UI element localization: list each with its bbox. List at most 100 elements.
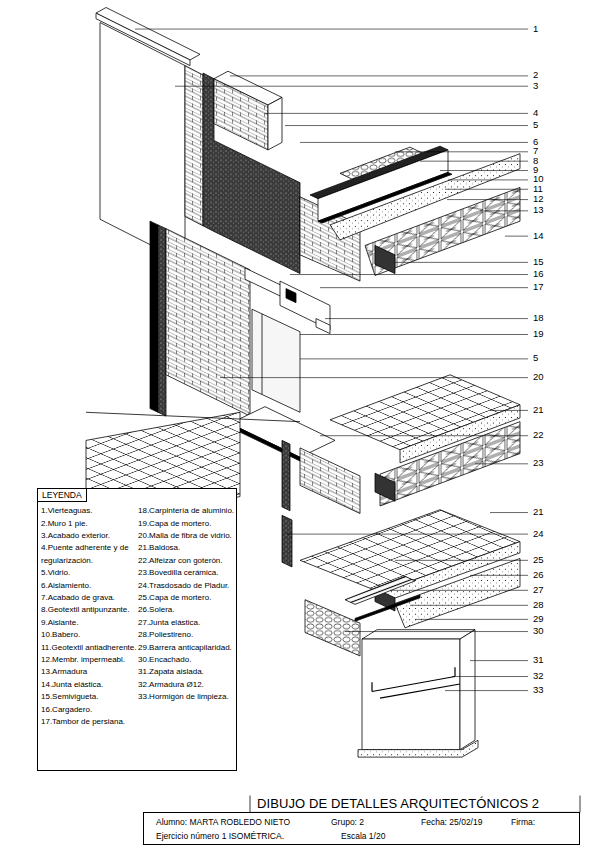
leader-line <box>410 605 528 606</box>
brick-wall <box>185 66 203 226</box>
callout-number: 15 <box>533 257 544 267</box>
legend-entry: 4.Puente adherente y de regularización. <box>41 542 138 567</box>
parapet-side <box>268 97 282 149</box>
callout-number: 1 <box>533 24 538 34</box>
callout-number: 31 <box>533 655 544 665</box>
leader-line <box>285 125 528 126</box>
legend-entry: 8.Geotextil antipunzante. <box>41 604 138 616</box>
leader-line <box>287 534 528 535</box>
legend-entry: 11.Geotextil antiadherente. <box>41 642 138 654</box>
title-frame <box>250 796 580 813</box>
legend-entry: 1.Vierteaguas. <box>41 505 138 517</box>
callout-number: 30 <box>533 626 544 636</box>
blinding-concrete <box>358 740 478 757</box>
leader-line <box>445 189 528 190</box>
leader-line <box>395 151 528 152</box>
leader-line <box>448 179 528 180</box>
leader-line <box>345 631 528 632</box>
legend-entry: 12.Membr. impermeabl. <box>41 654 138 666</box>
callout-number: 5 <box>533 120 538 130</box>
leader-line <box>420 161 528 162</box>
legend-entry: 14.Junta elástica. <box>41 679 138 691</box>
legend-entry: 31.Zapata aislada. <box>138 666 235 678</box>
leader-line <box>395 560 528 561</box>
legend-entry: 6.Aislamiento. <box>41 580 138 592</box>
legend-entry: 28.Poliestireno. <box>138 629 235 641</box>
callout-number: 24 <box>533 529 544 539</box>
leader-line <box>440 170 528 171</box>
gravel-bed <box>305 600 360 656</box>
ground-slab <box>395 558 520 627</box>
legend-entry: 5.Vidrio. <box>41 567 138 579</box>
legend-entry: 17.Tambor de persiana. <box>41 716 138 728</box>
leader-line <box>230 75 528 76</box>
leader-line <box>175 86 528 87</box>
leader-line <box>505 236 528 237</box>
sheet-info: Firma: <box>511 817 535 827</box>
leader-line <box>300 142 528 143</box>
leader-line <box>135 29 528 30</box>
callout-number: 25 <box>533 555 544 565</box>
exterior-finish <box>150 221 158 412</box>
legend-entry: 22.Alfeizar con goterón. <box>138 555 235 567</box>
joist <box>375 245 395 273</box>
shutter-drum <box>286 289 296 303</box>
exterior-finish <box>100 22 185 262</box>
sheet-info: Fecha: 25/02/19 <box>421 817 482 827</box>
callout-number: 27 <box>533 585 544 595</box>
leader-line <box>290 274 528 275</box>
leader-line <box>452 676 528 677</box>
legend-entry: 2.Muro 1 pie. <box>41 518 138 530</box>
legend-entry: 33.Hormigón de limpieza. <box>138 691 235 703</box>
leader-line <box>220 377 528 378</box>
insulation <box>282 440 290 510</box>
leader-line <box>480 210 528 211</box>
callout-number: 14 <box>533 231 544 241</box>
sheet-info: Grupo: 2 <box>331 817 364 827</box>
legend-entry: 26.Solera. <box>138 604 235 616</box>
callout-number: 21 <box>533 507 544 517</box>
aluminium-frame <box>316 319 330 334</box>
legend-entry: 23.Bovedilla cerámica. <box>138 567 235 579</box>
leader-line <box>445 690 528 691</box>
callout-number: 33 <box>533 685 544 695</box>
leader-line <box>470 660 528 661</box>
footing <box>362 639 460 750</box>
callout-number: 18 <box>533 313 544 323</box>
legend-entry: 30.Encachado. <box>138 654 235 666</box>
callout-number: 13 <box>533 205 544 215</box>
legend-entry: 9.Aislante. <box>41 617 138 629</box>
callout-number: 32 <box>533 671 544 681</box>
leader-line <box>490 410 528 411</box>
callout-number: 11 <box>533 184 543 194</box>
legend-entry: 18.Carpintería de aluminio. <box>138 505 235 517</box>
legend-entry: 3.Acabado exterior. <box>41 530 138 542</box>
callout-number: 21 <box>533 405 544 415</box>
leader-line <box>475 463 528 464</box>
sheet-title: DIBUJO DE DETALLES ARQUITECTÓNICOS 2 <box>257 797 539 811</box>
leader-line <box>395 262 528 263</box>
legend-entry: 20.Malla de fibra de vidrio. <box>138 530 235 542</box>
brick-wall <box>166 229 250 416</box>
callout-number: 22 <box>533 430 544 440</box>
sheet-info: Ejercicio número 1 ISOMÉTRICA. <box>156 831 284 841</box>
legend-entry: 32.Armadura Ø12. <box>138 679 235 691</box>
parapet-top <box>214 71 282 105</box>
leader-line <box>300 334 528 335</box>
legend-heading: LEYENDA <box>37 488 87 502</box>
callout-number: 4 <box>533 108 538 118</box>
leader-line <box>390 590 528 591</box>
glass-edge <box>262 314 263 395</box>
leader-line <box>490 512 528 513</box>
callout-number: 12 <box>533 194 544 204</box>
leader-line <box>470 575 528 576</box>
insulation <box>158 225 166 416</box>
callout-number: 20 <box>533 372 544 382</box>
coping-edge <box>96 13 190 65</box>
leader-line <box>325 318 528 319</box>
plasterboard <box>282 515 292 567</box>
joist <box>375 473 395 501</box>
callout-number: 16 <box>533 269 544 279</box>
legend-entry: 24.Trasdosado de Pladur. <box>138 580 235 592</box>
